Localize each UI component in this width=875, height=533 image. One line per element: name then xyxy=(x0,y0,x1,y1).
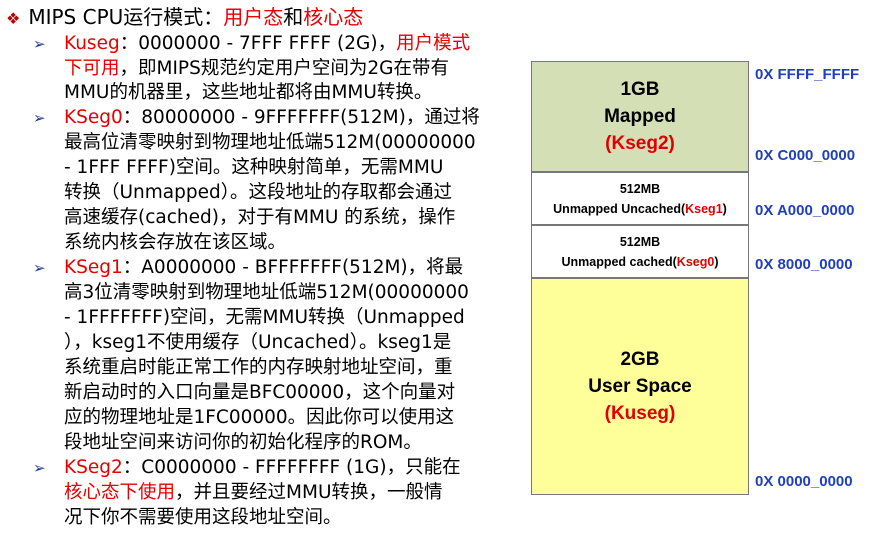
kseg0-line-2: 最高位清零映射到物理地址低端512M(00000000 xyxy=(64,132,476,153)
segment-label: Mapped xyxy=(604,106,676,127)
arrow-bullet-icon: ➢ xyxy=(33,459,46,477)
segment-size: 1GB xyxy=(620,79,660,100)
kseg2-line-1: KSeg2：C0000000 - FFFFFFFF (1G)，只能在 xyxy=(64,457,461,478)
kseg1-line-5: 系统重启时能正常工作的内存映射地址空间，重 xyxy=(64,357,453,378)
segment-label: User Space xyxy=(588,376,692,397)
segment-kseg0: 512MB Unmapped cached(Kseg0) xyxy=(531,225,749,278)
address-c000-0000: 0X C000_0000 xyxy=(755,147,856,164)
kseg0-line-3: - 1FFF FFFF)空间。这种映射简单，无需MMU xyxy=(64,157,444,178)
arrow-bullet-icon: ➢ xyxy=(33,259,46,277)
kuseg-line-2: 下可用，即MIPS规范约定用户空间为2G在带有 xyxy=(64,58,449,79)
segment-kuseg: 2GB User Space (Kuseg) xyxy=(531,278,749,495)
segment-kseg2: 1GB Mapped (Kseg2) xyxy=(531,61,749,172)
title-kernel-mode: 核心态 xyxy=(303,5,364,29)
segment-size: 512MB xyxy=(619,234,661,249)
address-8000-0000: 0X 8000_0000 xyxy=(755,256,853,273)
segment-kseg1: 512MB Unmapped Uncached(Kseg1) xyxy=(531,172,749,225)
diamond-bullet-icon: ❖ xyxy=(6,9,21,28)
kseg1-line-3: - 1FFFFFFF)空间，无需MMU转换（Unmapped xyxy=(64,307,465,328)
kseg0-line-4: 转换（Unmapped）。这段地址的存取都会通过 xyxy=(64,182,452,203)
kseg0-line-5: 高速缓存(cached)，对于有MMU 的系统，操作 xyxy=(64,207,456,228)
address-ffff-ffff: 0X FFFF_FFFF xyxy=(755,66,860,83)
kseg1-line-1: KSeg1：A0000000 - BFFFFFFF(512M)，将最 xyxy=(64,257,464,278)
kseg1-line-8: 段地址空间来访问你的初始化程序的ROM。 xyxy=(64,432,422,453)
arrow-bullet-icon: ➢ xyxy=(33,35,46,53)
kseg1-line-2: 高3位清零映射到物理地址低端512M(00000000 xyxy=(64,282,469,303)
kseg2-line-3: 况下你不需要使用这段地址空间。 xyxy=(64,507,342,528)
segment-label: Unmapped cached(Kseg0) xyxy=(561,254,719,269)
segment-name: (Kuseg) xyxy=(604,403,676,424)
address-0000-0000: 0X 0000_0000 xyxy=(755,473,853,490)
kseg1-line-6: 新启动时的入口向量是BFC00000，这个向量对 xyxy=(64,382,456,403)
kseg0-line-6: 系统内核会存放在该区域。 xyxy=(64,232,287,253)
title-and: 和 xyxy=(283,5,304,29)
slide-title: ❖ MIPS CPU运行模式：用户态和核心态 xyxy=(6,2,363,34)
kuseg-line-1: Kuseg：0000000 - 7FFF FFFF (2G)，用户模式 xyxy=(64,33,471,54)
kuseg-line-3: MMU的机器里，这些地址都将由MMU转换。 xyxy=(64,82,433,103)
arrow-bullet-icon: ➢ xyxy=(33,109,46,127)
kseg1-line-4: ），kseg1不使用缓存（Uncached）。kseg1是 xyxy=(64,332,452,353)
address-a000-0000: 0X A000_0000 xyxy=(755,202,855,219)
segment-size: 2GB xyxy=(620,349,660,370)
segment-name: (Kseg2) xyxy=(605,133,675,154)
kseg1-line-7: 应的物理地址是1FC00000。因此你可以使用这 xyxy=(64,407,455,428)
kseg2-line-2: 核心态下使用，并且要经过MMU转换，一般情 xyxy=(64,482,443,503)
kseg0-line-1: KSeg0：80000000 - 9FFFFFFF(512M)，通过将 xyxy=(64,107,480,128)
title-prefix: MIPS CPU运行模式： xyxy=(28,5,224,29)
segment-size: 512MB xyxy=(619,181,661,196)
segment-label: Unmapped Uncached(Kseg1) xyxy=(553,201,727,216)
title-user-mode: 用户态 xyxy=(223,5,284,29)
